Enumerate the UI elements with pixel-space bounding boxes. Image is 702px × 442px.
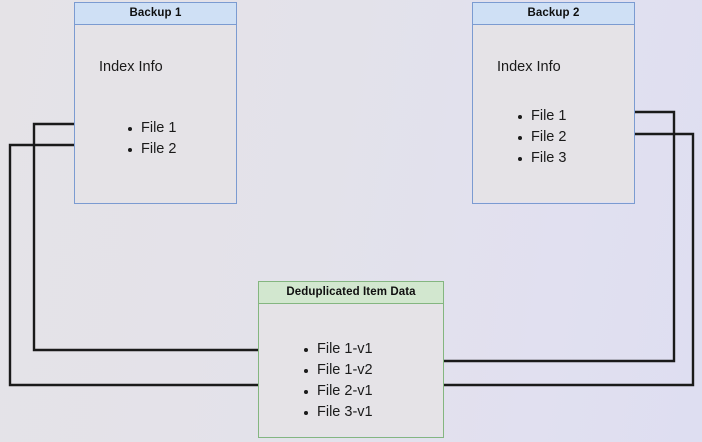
node-backup2-section-label: Index Info (497, 59, 561, 75)
node-backup2-body: Index Info File 1 File 2 File 3 (473, 25, 634, 202)
node-dedup-body: File 1-v1 File 1-v2 File 2-v1 File 3-v1 (259, 304, 443, 436)
list-item: File 2 (517, 127, 566, 148)
node-backup1-body: Index Info File 1 File 2 (75, 25, 236, 202)
node-backup1-file-list: File 1 File 2 (127, 118, 176, 160)
node-dedup-title: Deduplicated Item Data (259, 282, 443, 304)
node-deduplicated-item-data[interactable]: Deduplicated Item Data File 1-v1 File 1-… (258, 281, 444, 438)
node-backup2[interactable]: Backup 2 Index Info File 1 File 2 File 3 (472, 2, 635, 204)
list-item: File 1 (517, 106, 566, 127)
node-backup2-title: Backup 2 (473, 3, 634, 25)
node-backup1[interactable]: Backup 1 Index Info File 1 File 2 (74, 2, 237, 204)
node-dedup-file-list: File 1-v1 File 1-v2 File 2-v1 File 3-v1 (303, 339, 373, 423)
node-backup2-file-list: File 1 File 2 File 3 (517, 106, 566, 169)
list-item: File 1-v2 (303, 360, 373, 381)
list-item: File 1 (127, 118, 176, 139)
list-item: File 3-v1 (303, 402, 373, 423)
node-backup1-section-label: Index Info (99, 59, 163, 75)
list-item: File 3 (517, 148, 566, 169)
node-backup1-title: Backup 1 (75, 3, 236, 25)
list-item: File 2-v1 (303, 381, 373, 402)
list-item: File 1-v1 (303, 339, 373, 360)
list-item: File 2 (127, 139, 176, 160)
